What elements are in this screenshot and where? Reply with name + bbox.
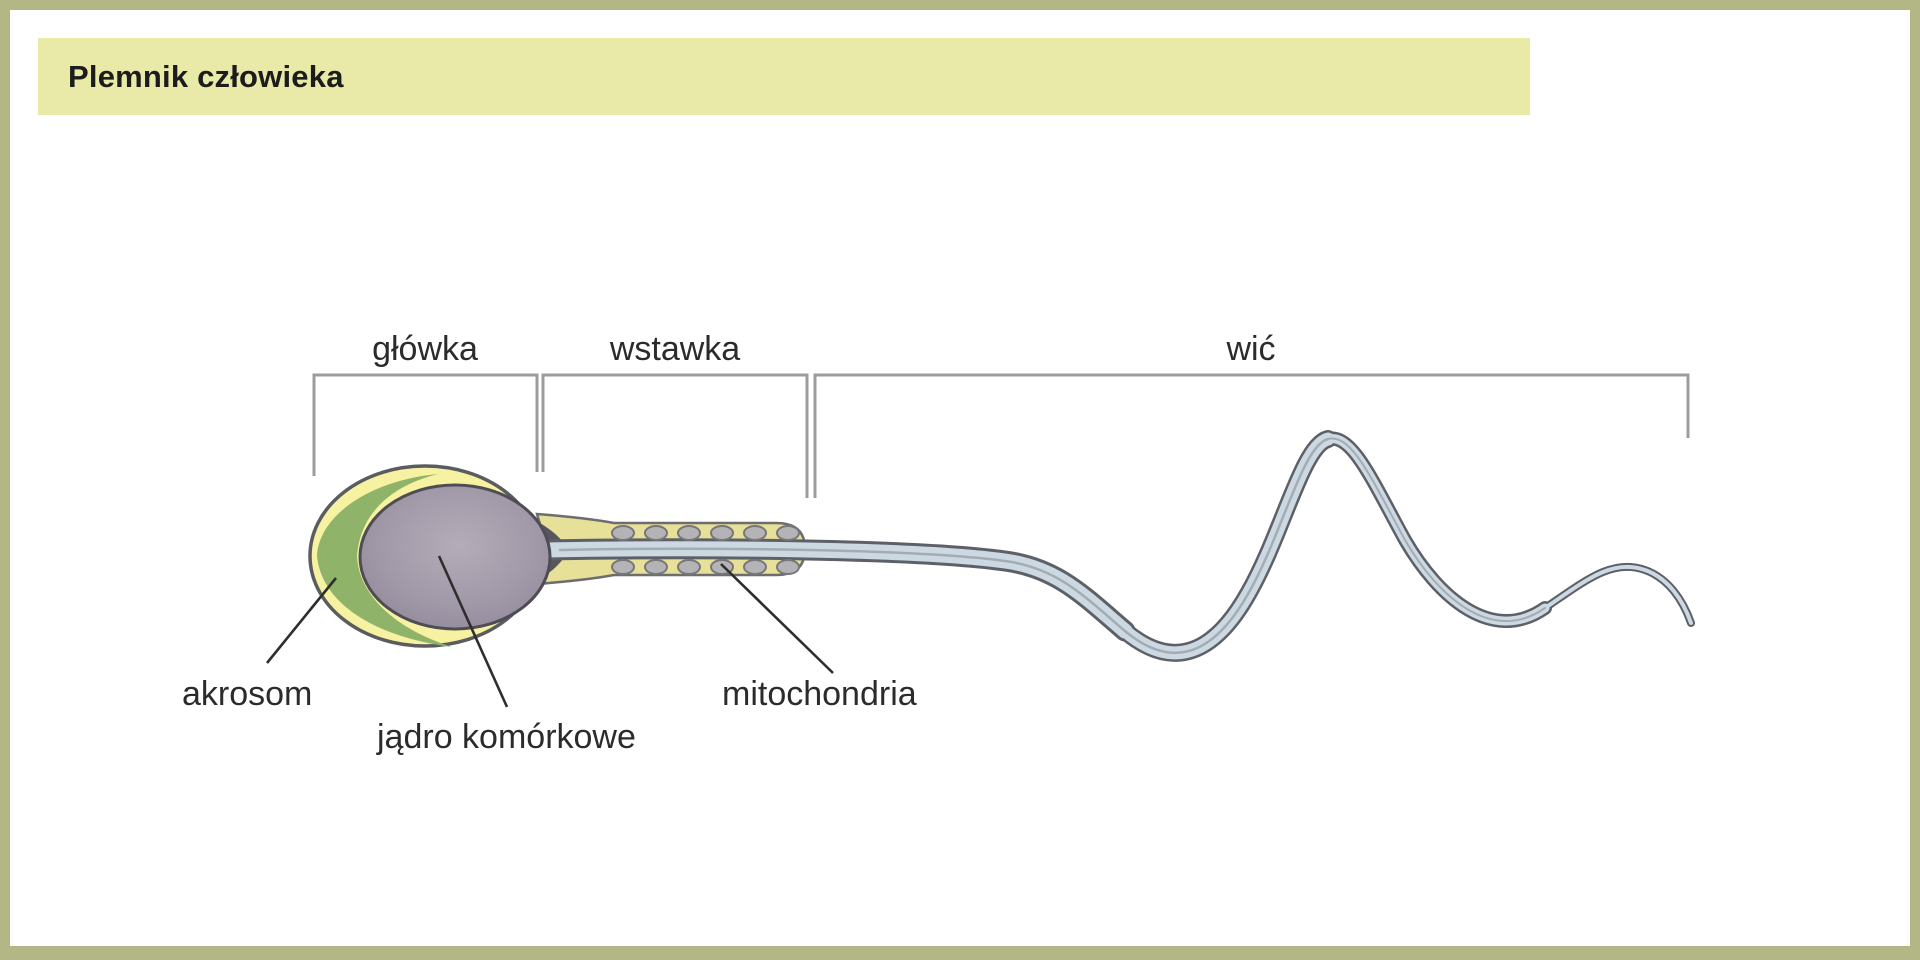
region-label-wic: wić — [1226, 330, 1276, 368]
acrosome-crescent — [317, 474, 452, 647]
part-label-akrosom: akrosom — [182, 675, 313, 713]
bracket-glowka — [312, 373, 539, 476]
sperm-tail — [534, 430, 1695, 662]
mitochondria-ovals — [611, 525, 800, 575]
pointer-line-mitochondria — [720, 563, 834, 674]
diagram-canvas — [10, 10, 1910, 946]
page-title: Plemnik człowieka — [68, 58, 344, 94]
bracket-wstawka — [541, 373, 809, 498]
sperm-head — [308, 464, 552, 648]
cell-nucleus — [358, 483, 552, 631]
bracket-wic — [813, 373, 1690, 498]
title-bar: Plemnik człowieka — [38, 38, 1530, 115]
pointer-line-jadro-komorkowe — [437, 555, 509, 708]
region-label-wstawka: wstawka — [609, 330, 741, 368]
part-label-mitochondria: mitochondria — [722, 675, 917, 713]
part-label-jadro-komorkowe: jądro komórkowe — [377, 718, 636, 756]
region-label-glowka: główka — [372, 330, 478, 368]
pointer-line-akrosom — [265, 577, 338, 664]
